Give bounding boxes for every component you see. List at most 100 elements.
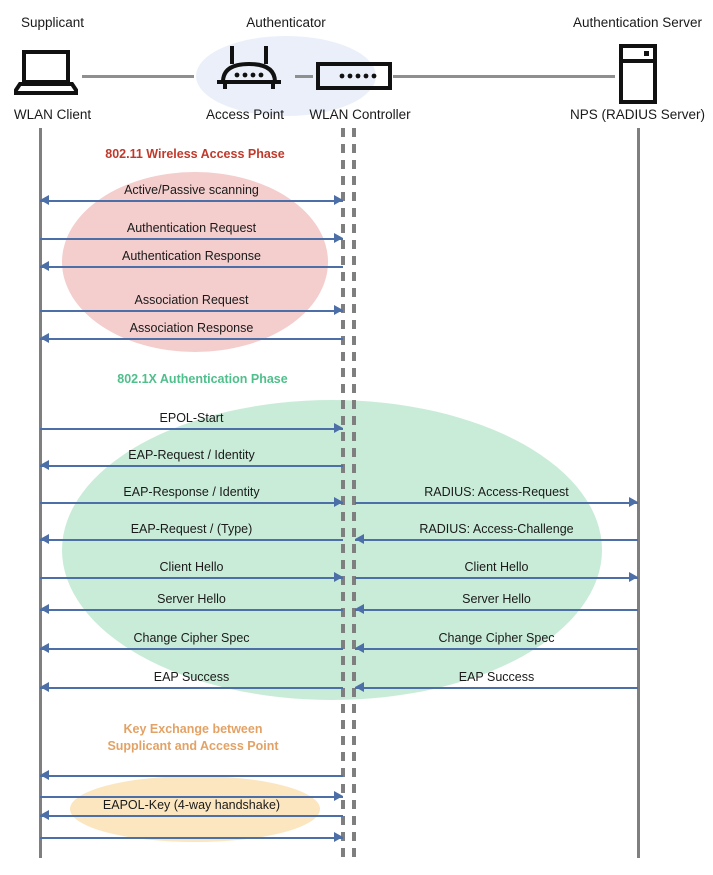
wire-ap-to-wlc — [295, 75, 313, 78]
message-line — [355, 687, 638, 689]
message-line — [40, 502, 343, 504]
phase1-highlight-ellipse — [62, 172, 328, 352]
arrowhead-right-icon — [334, 832, 343, 842]
message-label: EAP-Request / Identity — [128, 448, 255, 462]
phase3-title-line2: Supplicant and Access Point — [107, 739, 279, 753]
left-message-1: Authentication Request — [40, 221, 343, 243]
message-label: Authentication Response — [122, 249, 261, 263]
left-message-0: Active/Passive scanning — [40, 183, 343, 205]
auth-server-role-label: Authentication Server — [572, 15, 703, 30]
message-line — [40, 428, 343, 430]
left-message-4: Association Response — [40, 321, 343, 343]
lifeline-access-point — [341, 128, 345, 858]
left-message-13 — [40, 770, 343, 780]
arrowhead-left-icon — [355, 604, 364, 614]
message-label: Association Response — [129, 321, 254, 335]
left-message-2: Authentication Response — [40, 249, 343, 271]
arrowhead-left-icon — [355, 534, 364, 544]
right-message-4: Change Cipher Spec — [355, 631, 638, 653]
message-line — [40, 687, 343, 689]
message-label: Client Hello — [464, 560, 529, 574]
lifeline-wlan-controller — [352, 128, 356, 858]
message-line — [40, 238, 343, 240]
arrowhead-left-icon — [40, 604, 49, 614]
message-line — [40, 338, 343, 340]
left-message-10: Server Hello — [40, 592, 343, 614]
message-label: Client Hello — [159, 560, 224, 574]
message-line — [355, 648, 638, 650]
arrowhead-right-icon — [629, 497, 638, 507]
message-label: EPOL-Start — [159, 411, 224, 425]
left-message-3: Association Request — [40, 293, 343, 315]
wlan-controller-caption: WLAN Controller — [296, 106, 424, 124]
left-message-14 — [40, 791, 343, 801]
message-line — [40, 577, 343, 579]
left-message-5: EPOL-Start — [40, 411, 343, 433]
arrowhead-left-icon — [40, 534, 49, 544]
message-label: Association Request — [134, 293, 249, 307]
message-label: RADIUS: Access-Request — [424, 485, 569, 499]
arrowhead-left-icon — [40, 682, 49, 692]
supplicant-caption: WLAN Client — [0, 106, 105, 124]
message-line — [355, 577, 638, 579]
right-message-3: Server Hello — [355, 592, 638, 614]
message-line — [40, 775, 343, 777]
message-line — [40, 465, 343, 467]
wire-client-to-ap — [82, 75, 194, 78]
right-message-1: RADIUS: Access-Challenge — [355, 522, 638, 544]
message-line — [40, 539, 343, 541]
message-label: Change Cipher Spec — [438, 631, 555, 645]
message-line — [40, 200, 343, 202]
arrowhead-left-icon — [40, 460, 49, 470]
message-label: EAP Success — [153, 670, 230, 684]
arrowhead-right-icon — [334, 233, 343, 243]
arrowhead-left-icon — [355, 643, 364, 653]
supplicant-role-label: Supplicant — [20, 15, 85, 30]
phase3-highlight-ellipse — [70, 776, 320, 842]
message-line — [40, 815, 343, 817]
server-rack-icon — [618, 44, 658, 109]
message-line — [40, 648, 343, 650]
nps-server-caption: NPS (RADIUS Server) — [545, 106, 713, 124]
lifeline-auth-server — [637, 128, 640, 858]
message-label: Authentication Request — [126, 221, 257, 235]
message-label: EAP Success — [458, 670, 535, 684]
supplicant-name-label: WLAN Client — [13, 107, 92, 122]
arrowhead-left-icon — [40, 195, 49, 205]
arrowhead-right-icon — [334, 497, 343, 507]
wlan-controller-name-label: WLAN Controller — [309, 107, 411, 122]
phase1-title: 802.11 Wireless Access Phase — [105, 147, 285, 161]
authenticator-role-label: Authenticator — [246, 15, 326, 30]
arrowhead-left-icon — [40, 261, 49, 271]
supplicant-role-title: Supplicant — [0, 14, 105, 32]
message-label: EAP-Request / (Type) — [130, 522, 253, 536]
left-message-7: EAP-Response / Identity — [40, 485, 343, 507]
message-label: EAPOL-Key (4-way handshake) — [102, 798, 281, 812]
arrowhead-right-icon — [629, 572, 638, 582]
message-line — [40, 609, 343, 611]
left-message-15: EAPOL-Key (4-way handshake) — [40, 798, 343, 820]
arrowhead-left-icon — [355, 682, 364, 692]
laptop-icon — [10, 50, 82, 101]
wire-wlc-to-server — [393, 75, 615, 78]
message-label: Change Cipher Spec — [133, 631, 250, 645]
left-message-6: EAP-Request / Identity — [40, 448, 343, 470]
left-message-12: EAP Success — [40, 670, 343, 692]
left-message-11: Change Cipher Spec — [40, 631, 343, 653]
nps-server-name-label: NPS (RADIUS Server) — [569, 107, 706, 122]
message-label: RADIUS: Access-Challenge — [419, 522, 574, 536]
message-label: EAP-Response / Identity — [123, 485, 260, 499]
message-label: Server Hello — [462, 592, 531, 606]
arrowhead-left-icon — [40, 810, 49, 820]
phase2-highlight-ellipse — [62, 400, 602, 700]
message-line — [355, 609, 638, 611]
access-point-name-label: Access Point — [205, 107, 285, 122]
arrowhead-right-icon — [334, 195, 343, 205]
phase3-title: Key Exchange between Supplicant and Acce… — [58, 721, 328, 755]
arrowhead-left-icon — [40, 770, 49, 780]
arrowhead-right-icon — [334, 791, 343, 801]
authenticator-role-title: Authenticator — [196, 14, 376, 32]
wireless-router-icon — [213, 44, 285, 99]
message-label: Server Hello — [157, 592, 226, 606]
message-line — [355, 502, 638, 504]
